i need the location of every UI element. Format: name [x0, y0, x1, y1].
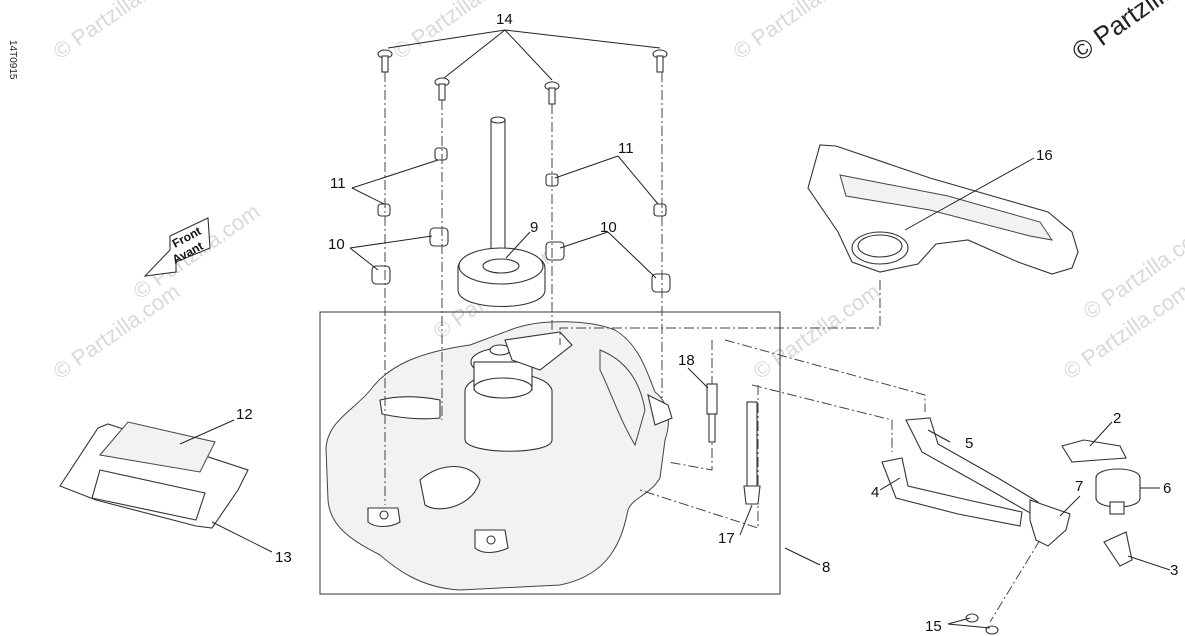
- hose-assembly: [881, 417, 1141, 635]
- callout-number: 9: [530, 219, 538, 236]
- watermark-corner: © Partzilla: [1066, 0, 1181, 67]
- bolt: [652, 49, 668, 73]
- callout-number: 7: [1075, 478, 1083, 495]
- callout-number: 4: [871, 484, 879, 501]
- watermark: © Partzilla.com: [49, 279, 185, 385]
- callout-number: 2: [1113, 410, 1121, 427]
- callout-number: 3: [1170, 562, 1178, 579]
- washers: [377, 147, 667, 217]
- fuel-filter-18: [706, 383, 718, 443]
- callout-number: 12: [236, 406, 253, 423]
- callout-number: 8: [822, 559, 830, 576]
- fuel-tank: [325, 321, 673, 591]
- bolt: [377, 49, 393, 73]
- fuel-cap: [457, 116, 546, 308]
- callout-number: 6: [1163, 480, 1171, 497]
- callout-number: 17: [718, 530, 735, 547]
- callout-number: 16: [1036, 147, 1053, 164]
- callouts: 2 3 4 5 6 7 8 9 10 10 11 11 12 13 14 15 …: [236, 11, 1178, 635]
- fuel-filter-17: [743, 401, 761, 505]
- front-direction-arrow: Front Avant: [143, 217, 211, 277]
- callout-number: 11: [618, 140, 634, 157]
- fuel-tank-shroud: [807, 144, 1079, 275]
- callout-number: 13: [275, 549, 292, 566]
- drawing-code: 14T0915: [7, 40, 18, 80]
- callout-number: 10: [328, 236, 345, 253]
- watermark: © Partzilla.com: [749, 279, 885, 385]
- watermark: © Partzilla.com: [49, 0, 185, 64]
- callout-number: 18: [678, 352, 695, 369]
- watermark: © Partzilla.com: [389, 0, 525, 64]
- tank-assembly-frame: [319, 311, 781, 595]
- callout-number: 15: [925, 618, 942, 635]
- bolts: [377, 49, 668, 105]
- bolt: [544, 81, 560, 105]
- leader-lines: [179, 29, 1171, 629]
- skid-plate: [59, 421, 249, 529]
- callout-number: 10: [600, 219, 617, 236]
- watermark-layer: © Partzilla.com © Partzilla.com © Partzi…: [49, 0, 1185, 384]
- callout-number: 14: [496, 11, 513, 28]
- watermark: © Partzilla.com: [729, 0, 865, 64]
- bolt: [434, 77, 450, 101]
- callout-number: 5: [965, 435, 973, 452]
- assembly-lines: [384, 72, 1041, 623]
- callout-number: 11: [330, 175, 346, 192]
